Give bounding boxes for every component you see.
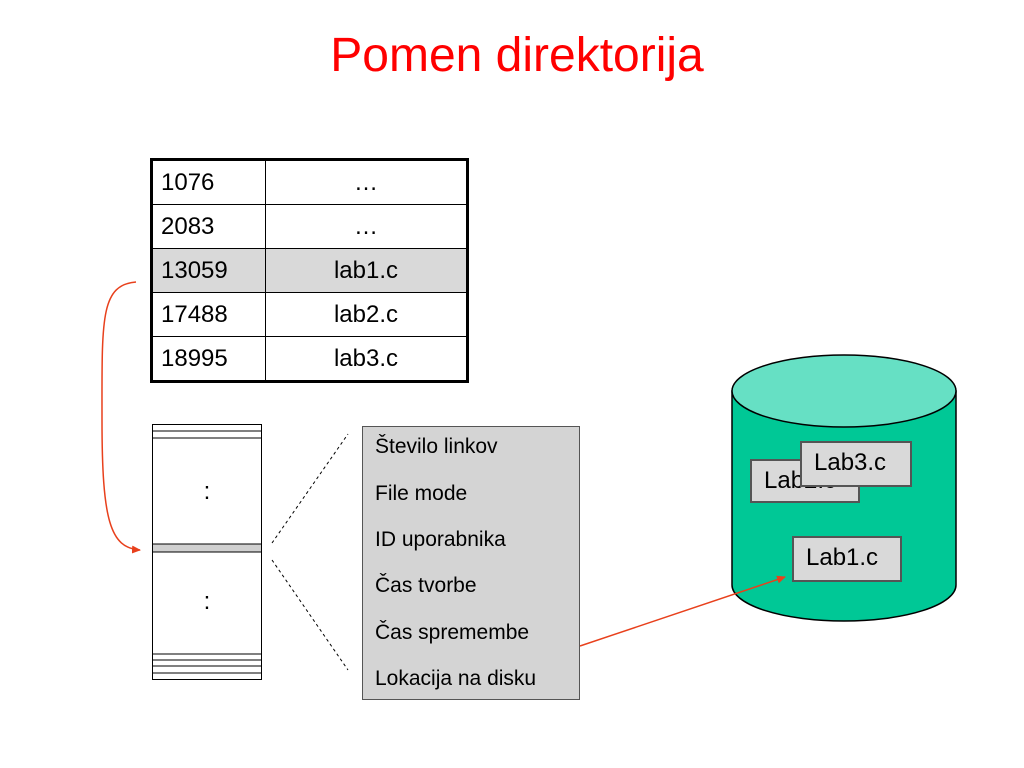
file-name: … <box>265 159 468 205</box>
attr-link-count: Število linkov <box>375 435 498 458</box>
file-name: lab1.c <box>265 248 468 293</box>
ellipsis-lower: : <box>203 588 211 615</box>
attr-modification-time: Čas spremembe <box>375 621 530 644</box>
inode-number: 2083 <box>151 204 266 249</box>
inode-entry-highlighted <box>152 543 262 553</box>
directory-row: 17488 lab2.c <box>151 292 468 337</box>
inode-number: 18995 <box>151 336 266 382</box>
directory-row: 2083 … <box>151 204 468 249</box>
attr-disk-location: Lokacija na disku <box>375 667 537 690</box>
inode-table <box>152 424 262 680</box>
file-name: … <box>265 204 468 249</box>
attr-creation-time: Čas tvorbe <box>375 574 477 597</box>
zoom-line-upper <box>271 433 349 544</box>
directory-row: 1076 … <box>151 159 468 205</box>
inode-number: 1076 <box>151 159 266 205</box>
directory-row: 18995 lab3.c <box>151 336 468 382</box>
attr-user-id: ID uporabnika <box>375 528 506 551</box>
inode-attributes-box: Število linkov File mode ID uporabnika Č… <box>362 426 580 700</box>
file-name: lab3.c <box>265 336 468 382</box>
attr-file-mode: File mode <box>375 482 468 505</box>
directory-row-highlighted: 13059 lab1.c <box>151 248 468 293</box>
dir-to-inode-arrow <box>101 281 141 554</box>
slide-title: Pomen direktorija <box>330 29 704 82</box>
inode-number: 17488 <box>151 292 266 337</box>
file-name: lab2.c <box>265 292 468 337</box>
ellipsis-upper: : <box>203 478 211 505</box>
inode-number: 13059 <box>151 248 266 293</box>
directory-table: 1076 … 2083 … 13059 lab1.c 17488 lab2.c … <box>150 158 469 383</box>
disk-file-lab1: Lab1.c <box>792 536 902 582</box>
zoom-line-lower <box>271 559 349 671</box>
disk-file-lab3: Lab3.c <box>800 441 912 487</box>
